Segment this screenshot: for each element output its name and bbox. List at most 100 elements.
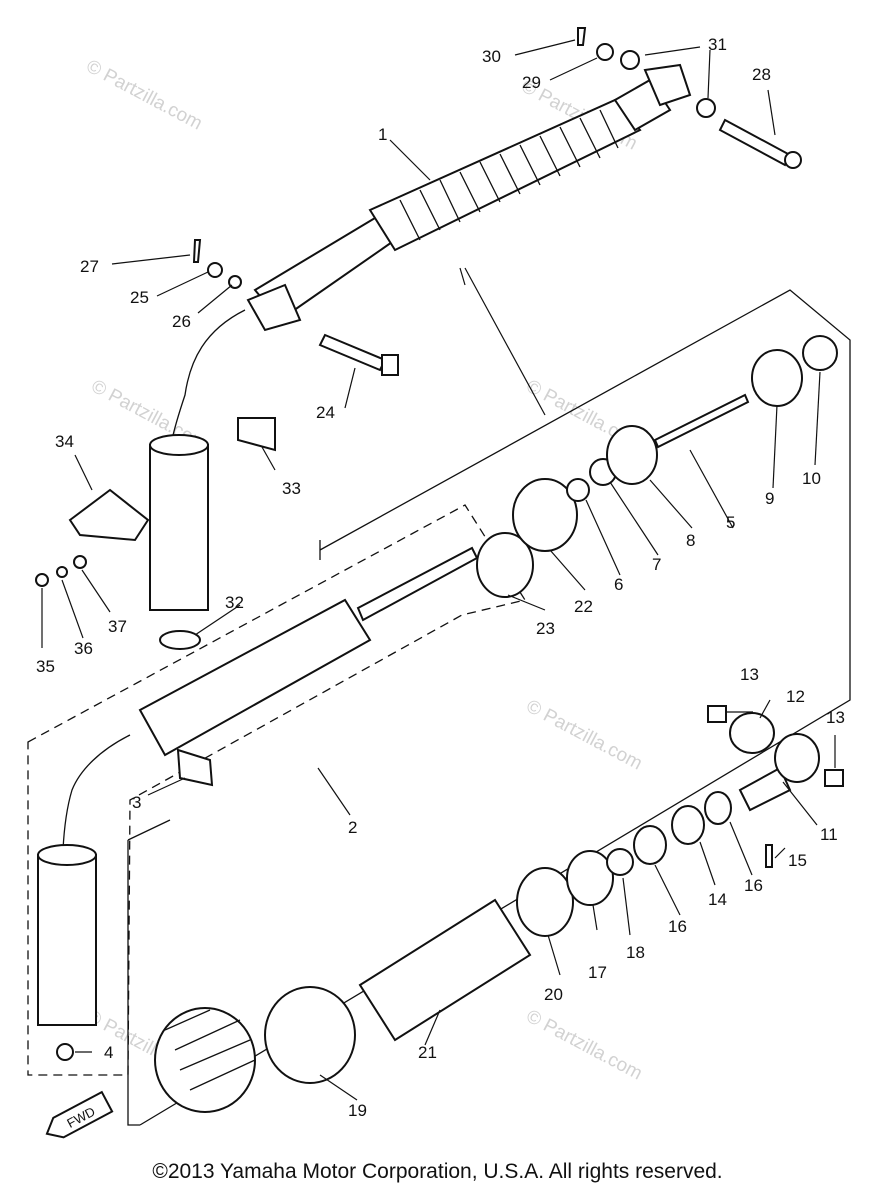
cotter-pin-27 <box>192 239 202 263</box>
callout-10: 10 <box>802 469 821 488</box>
callout-16b: 16 <box>744 876 763 895</box>
bushing-16 <box>633 825 667 865</box>
lower-reservoir-hose <box>62 734 131 851</box>
bolt-24-head <box>381 354 399 376</box>
watermark: © Partzilla.com <box>83 56 206 135</box>
spring-seat-20 <box>516 867 574 937</box>
rod-5 <box>653 393 750 449</box>
callout-31: 31 <box>708 35 727 54</box>
nut-18 <box>606 848 634 876</box>
lower-exploded-parts <box>154 705 844 1113</box>
nut-14 <box>671 805 705 845</box>
callout-7: 7 <box>652 555 661 574</box>
callout-14: 14 <box>708 890 727 909</box>
callout-18: 18 <box>626 943 645 962</box>
collar-13 <box>707 705 727 723</box>
seat-22 <box>512 478 578 552</box>
sleeve-21 <box>358 898 532 1042</box>
watermark: © Partzilla.com <box>523 1006 646 1085</box>
callout-28: 28 <box>752 65 771 84</box>
watermark: © Partzilla.com <box>523 696 646 775</box>
callout-21: 21 <box>418 1043 437 1062</box>
callout-1: 1 <box>378 125 387 144</box>
reservoir-canister <box>149 444 209 611</box>
callout-24: 24 <box>316 403 335 422</box>
rod-end-11 <box>774 733 820 783</box>
collar-13b <box>824 769 844 787</box>
callouts: 1 2 3 4 5 6 7 8 9 10 11 12 13 13 14 15 1… <box>36 35 845 1120</box>
lower-shock-absorber <box>37 546 479 1061</box>
washer-36 <box>56 566 68 578</box>
bolt-35 <box>35 573 49 587</box>
callout-22: 22 <box>574 597 593 616</box>
callout-32: 32 <box>225 593 244 612</box>
callout-5: 5 <box>726 513 735 532</box>
leader-lines <box>41 39 836 1101</box>
callout-3: 3 <box>132 793 141 812</box>
washer-31 <box>620 50 640 70</box>
callout-20: 20 <box>544 985 563 1004</box>
callout-26: 26 <box>172 312 191 331</box>
callout-16: 16 <box>668 917 687 936</box>
washer-29 <box>596 43 614 61</box>
callout-37: 37 <box>108 617 127 636</box>
callout-34: 34 <box>55 432 74 451</box>
lower-reservoir-cap <box>37 844 97 866</box>
callout-6: 6 <box>614 575 623 594</box>
nut-25 <box>207 262 223 278</box>
upper-exploded-parts <box>476 335 838 598</box>
callout-23: 23 <box>536 619 555 638</box>
callout-30: 30 <box>482 47 501 66</box>
callout-11: 11 <box>820 825 838 844</box>
upper-shock-absorber <box>149 63 692 611</box>
callout-19: 19 <box>348 1101 367 1120</box>
upper-hardware <box>35 27 802 650</box>
valve-4 <box>56 1043 74 1061</box>
spring-19-back <box>264 986 356 1084</box>
lower-reservoir-canister <box>37 854 97 1026</box>
bolt-24 <box>318 333 387 372</box>
lower-shock-body <box>138 598 372 757</box>
fitting-3 <box>176 748 214 787</box>
callout-12: 12 <box>786 687 805 706</box>
cotter-pin-30 <box>577 27 587 46</box>
bushing-16b <box>704 791 732 825</box>
callout-13: 13 <box>740 665 759 684</box>
bracket-34 <box>68 488 150 542</box>
assembly-2-dashed-outline <box>27 504 527 1076</box>
callout-29: 29 <box>522 73 541 92</box>
bushing-12 <box>729 712 775 754</box>
nut-6 <box>566 478 590 502</box>
callout-4: 4 <box>104 1043 113 1062</box>
shock-top-eye <box>643 63 692 107</box>
bushing-33 <box>237 417 276 452</box>
callout-33: 33 <box>282 479 301 498</box>
bump-stop-9 <box>751 349 803 407</box>
dust-bellows <box>368 98 642 252</box>
callout-13b: 13 <box>826 708 845 727</box>
reservoir-hose <box>171 309 246 441</box>
callout-36: 36 <box>74 639 93 658</box>
bolt-28-head <box>784 151 802 169</box>
callout-27: 27 <box>80 257 99 276</box>
spring-19-front <box>154 1007 256 1113</box>
pin-15 <box>765 844 773 868</box>
callout-8: 8 <box>686 531 695 550</box>
washer-37 <box>73 555 87 569</box>
callout-15: 15 <box>788 851 807 870</box>
washer-17 <box>566 850 614 906</box>
bolt-28 <box>718 118 792 167</box>
callout-9: 9 <box>765 489 774 508</box>
copyright-footer: ©2013 Yamaha Motor Corporation, U.S.A. A… <box>152 1160 723 1183</box>
exploded-view-panel <box>127 289 851 1126</box>
adjuster-8 <box>606 425 658 485</box>
ring-23 <box>476 532 534 598</box>
callout-35: 35 <box>36 657 55 676</box>
forward-direction-badge: FWD <box>45 1090 114 1139</box>
shock-mount-eye-bottom <box>246 283 302 332</box>
spring-19-coils <box>164 1009 256 1091</box>
reservoir-cap <box>149 434 209 456</box>
bellows-ribs <box>399 109 619 241</box>
callout-2: 2 <box>348 818 357 837</box>
